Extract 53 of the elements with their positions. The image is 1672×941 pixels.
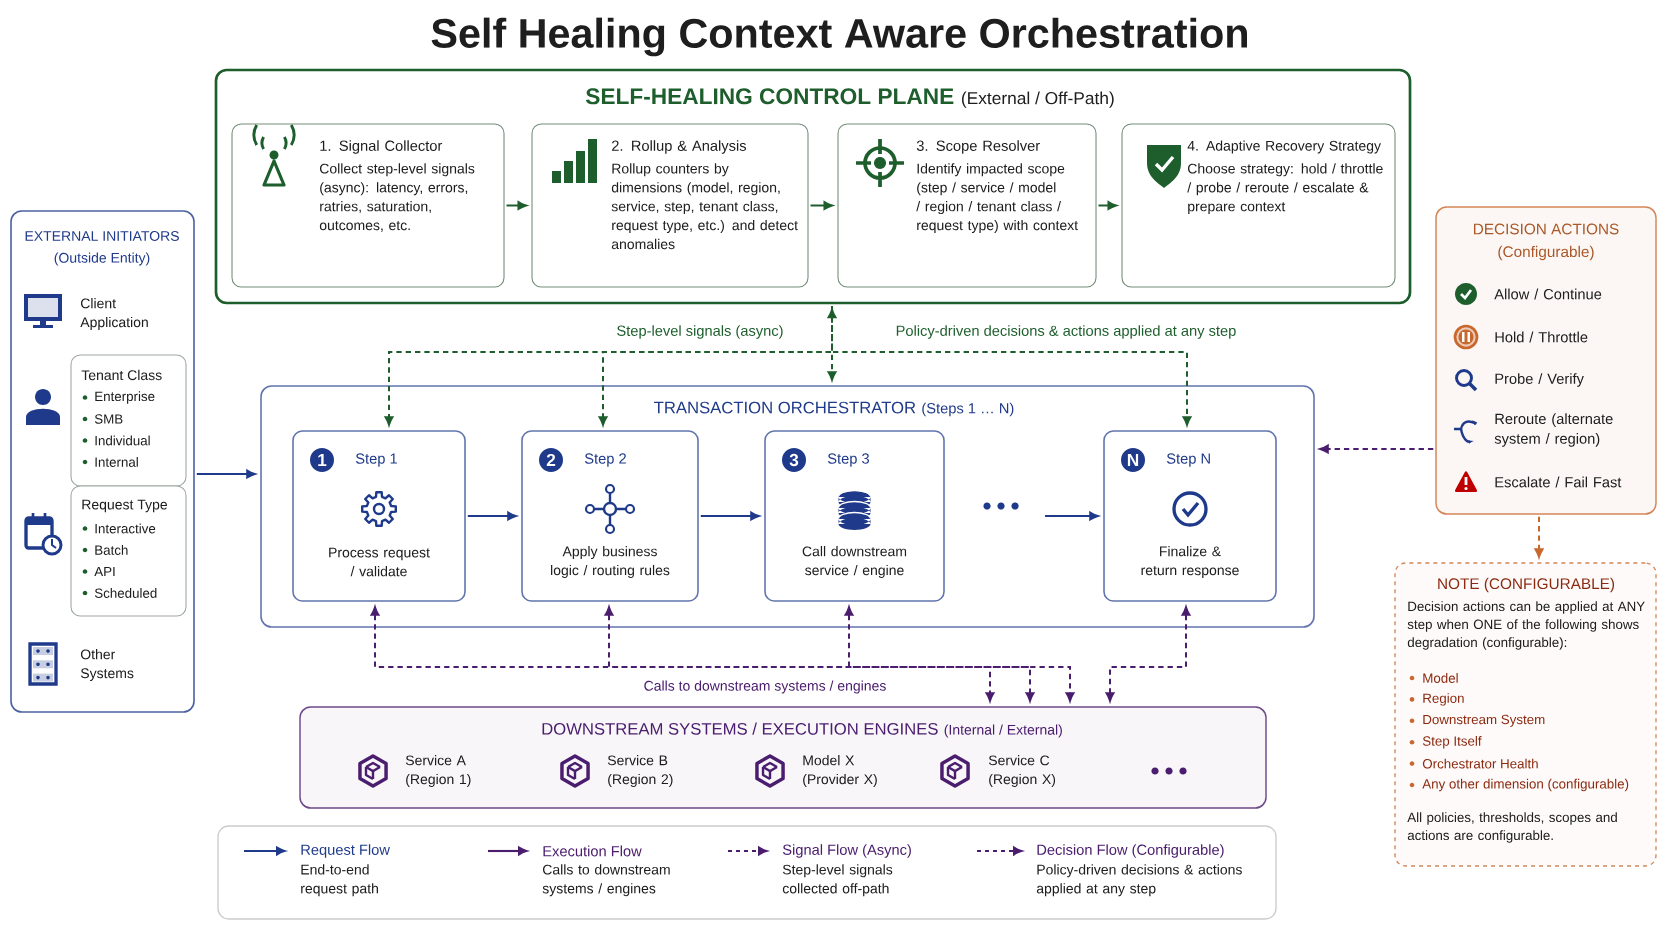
flow-label: Step-level signals (async)	[617, 325, 783, 339]
arrow	[844, 606, 1075, 702]
arrow	[831, 305, 1192, 426]
flow-label: Calls to downstream systems / engines	[644, 680, 886, 694]
legend-label: Decision Flow (Configurable)	[1037, 844, 1224, 858]
arrow	[1044, 511, 1099, 521]
legend-label: Request Flow	[301, 844, 390, 858]
service-label: Service C (Region X)	[988, 755, 1056, 787]
node-label: Step 2	[584, 453, 626, 467]
arrow	[604, 606, 1035, 702]
arrow	[1105, 606, 1191, 702]
initiator-label: Other Systems	[80, 649, 134, 681]
arrow	[505, 201, 527, 210]
category-list-box: Tenant Class Enterprise SMB Individual Internal	[70, 354, 187, 487]
arrow	[195, 469, 256, 479]
node-label: Step 3	[827, 453, 870, 467]
legend-description: Step-level signals collected off-path	[782, 864, 893, 897]
arrow	[370, 606, 995, 702]
legend-description: End-to-end request path	[301, 864, 378, 897]
legend-description: Policy-driven decisions & actions applied at any step	[1036, 864, 1242, 897]
node-label: Step 1	[355, 453, 397, 467]
node-label: Process request / validate	[329, 547, 430, 577]
arrow	[466, 511, 517, 521]
service-label: Service B (Region 2)	[607, 755, 673, 787]
arrow	[827, 308, 837, 381]
step-number-badge: 3	[782, 448, 806, 472]
title: Self Healing Context Aware Orchestration	[431, 17, 1247, 57]
process-card: 4. Adaptive Recovery Strategy Choose strategy: hold / throttle / probe / reroute / escalate & prepare context	[1121, 123, 1396, 288]
legend-label: Execution Flow	[543, 845, 642, 857]
arrow	[1319, 444, 1435, 454]
step-number-badge: 1	[310, 448, 334, 472]
process-card: 1. Signal Collector Collect step-level signals (async): latency, errors, ratries, saturation, outcomes, etc.	[231, 123, 505, 288]
node-label: Call downstream service / engine	[802, 546, 907, 578]
decision-actions-panel: DECISION ACTIONS (Configurable) Allow / Continue Hold / Throttle Probe / Verify Reroute (alternate system / region) Escalate / Fail Fast	[1435, 206, 1657, 515]
legend-description: Calls to downstream systems / engines	[542, 864, 670, 897]
legend-label: Signal Flow (Async)	[782, 844, 911, 858]
flow-label: Policy-driven decisions & actions applied at any step	[896, 325, 1236, 339]
process-card: 3. Scope Resolver Identify impacted scope (step / service / model / region / tenant class / request type) with context	[837, 123, 1097, 288]
step-number-badge: 2	[539, 448, 563, 472]
node-label: Apply business logic / routing rules	[551, 546, 670, 578]
arrow	[1097, 201, 1117, 210]
arrow	[699, 511, 760, 521]
initiator-label: Client Application	[80, 298, 148, 330]
category-list-box: Request Type Interactive Batch API Scheduled	[70, 485, 187, 617]
service-label: Model X (Provider X)	[803, 755, 877, 787]
arrow	[1534, 515, 1544, 558]
process-card: 2. Rollup & Analysis Rollup counters by dimensions (model, region, service, step, tenant class, request type, etc.) and detect anomalies	[531, 123, 809, 288]
note-box: NOTE (CONFIGURABLE) Decision actions can be applied at ANY step when ONE of the following shows degradation (configurable): Model Region Downstream System Step Itself Orchestrator Health Any other dimension (configurable) All policies, thresholds, scopes and actions are configurable.	[1394, 562, 1657, 867]
service-label: Service A (Region 1)	[405, 755, 471, 787]
node-label: Finalize & return response	[1141, 546, 1239, 578]
step-number-badge: N	[1121, 448, 1145, 472]
arrow	[809, 201, 833, 210]
node-label: Step N	[1166, 453, 1210, 467]
